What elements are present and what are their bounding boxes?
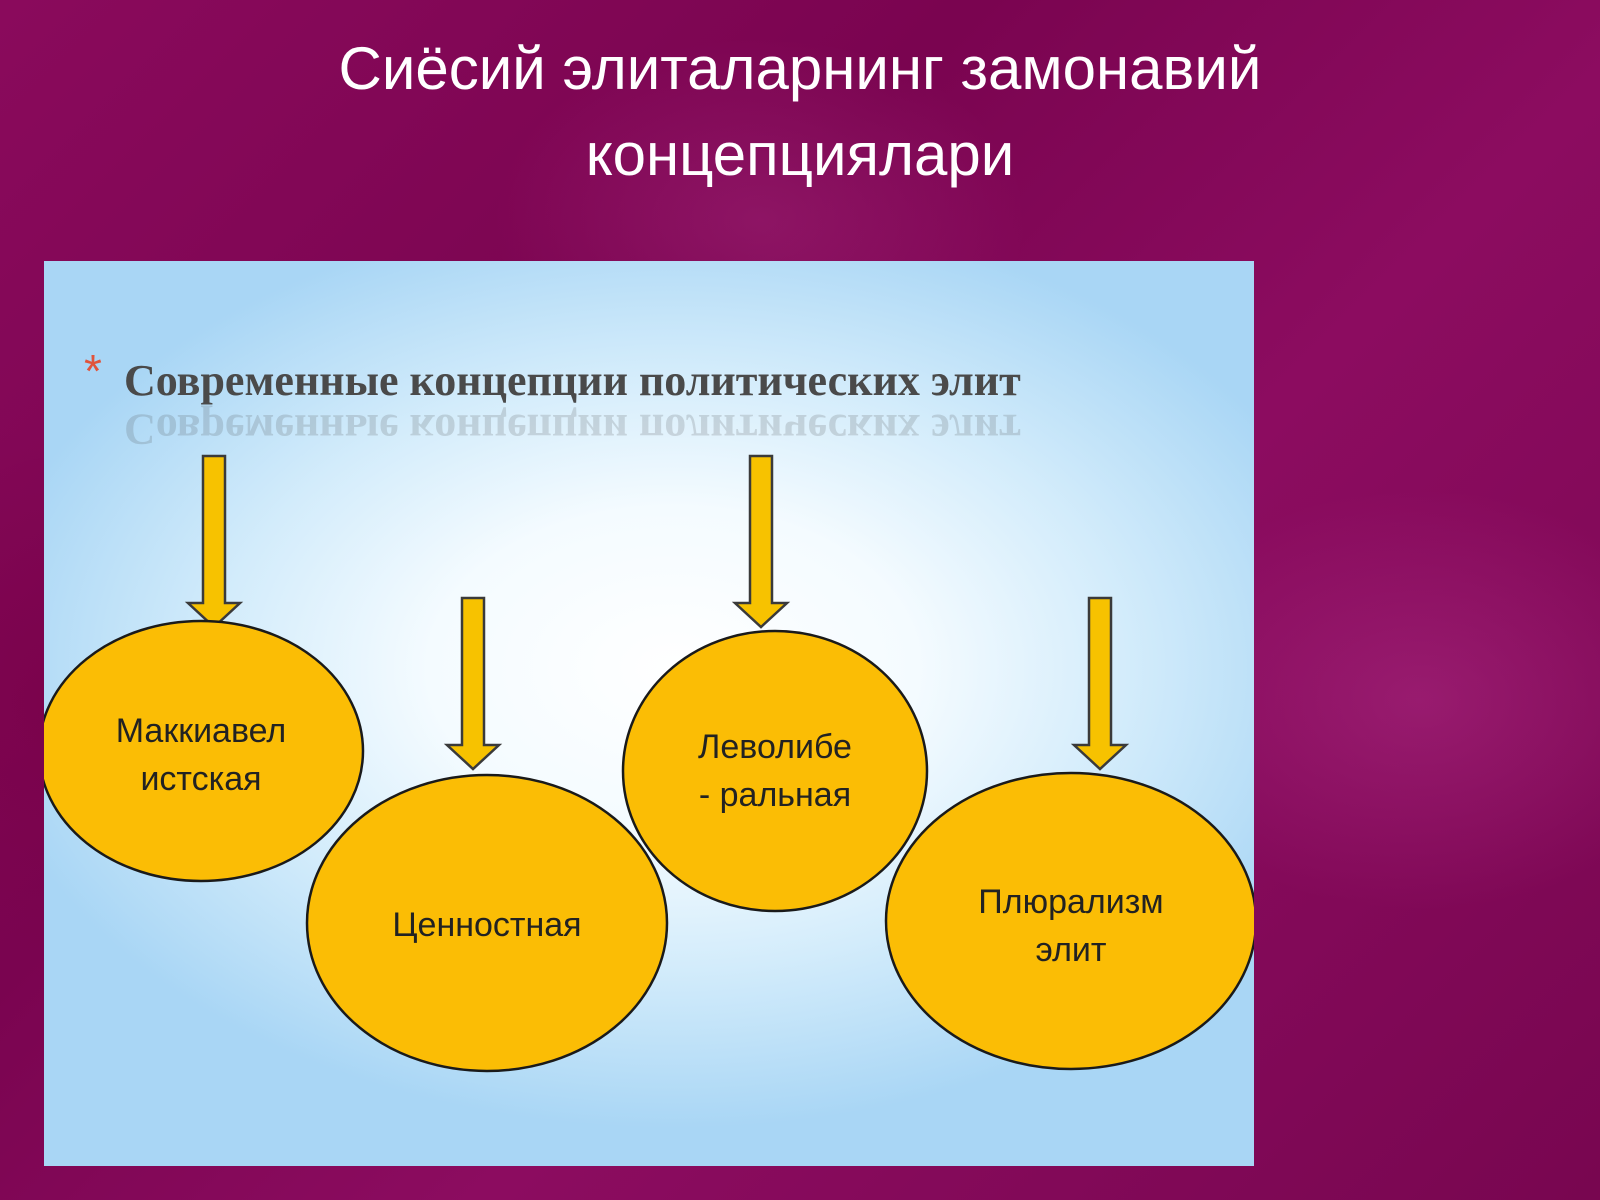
slide-title-line-2: концепциялари — [585, 121, 1015, 188]
diagram-heading: Современные концепции политических элит — [124, 356, 1021, 405]
node-machiavellian-line-2: истская — [140, 760, 261, 798]
arrow-value — [443, 596, 503, 771]
arrow-pluralism — [1070, 596, 1130, 771]
node-pluralism: Плюрализм элит — [884, 771, 1254, 1071]
node-machiavellian: Маккиавел истская — [44, 619, 365, 883]
concepts-diagram: * Современные концепции политических эли… — [44, 345, 1254, 1073]
node-value-shape — [305, 773, 669, 1073]
node-left-liberal-line-2: - ральная — [699, 776, 851, 814]
node-left-liberal: Леволибе - ральная — [621, 629, 929, 913]
node-machiavellian-line-1: Маккиавел — [116, 712, 287, 750]
node-left-liberal-line-1: Леволибе — [698, 728, 852, 766]
node-pluralism-line-1: Плюрализм — [978, 883, 1163, 921]
arrow-machiavellian — [184, 454, 244, 629]
diagram-heading-reflection: Современные концепции политических элит — [124, 405, 1021, 454]
slide-title: Сиёсий элиталарнинг замонавий концепциял… — [0, 26, 1600, 198]
node-pluralism-line-2: элит — [1035, 931, 1106, 969]
node-pluralism-shape — [884, 771, 1254, 1071]
node-left-liberal-shape — [621, 629, 929, 913]
diagram-heading-reflection-text: Современные концепции политических элит — [124, 405, 1021, 454]
node-value: Ценностная — [305, 773, 669, 1073]
heading-bullet: * — [84, 345, 102, 397]
node-machiavellian-shape — [44, 619, 365, 883]
slide-title-line-1: Сиёсий элиталарнинг замонавий — [338, 35, 1262, 102]
node-value-line-1: Ценностная — [392, 906, 581, 944]
arrow-left-liberal — [731, 454, 791, 629]
diagram-panel: * Современные концепции политических эли… — [44, 261, 1254, 1166]
